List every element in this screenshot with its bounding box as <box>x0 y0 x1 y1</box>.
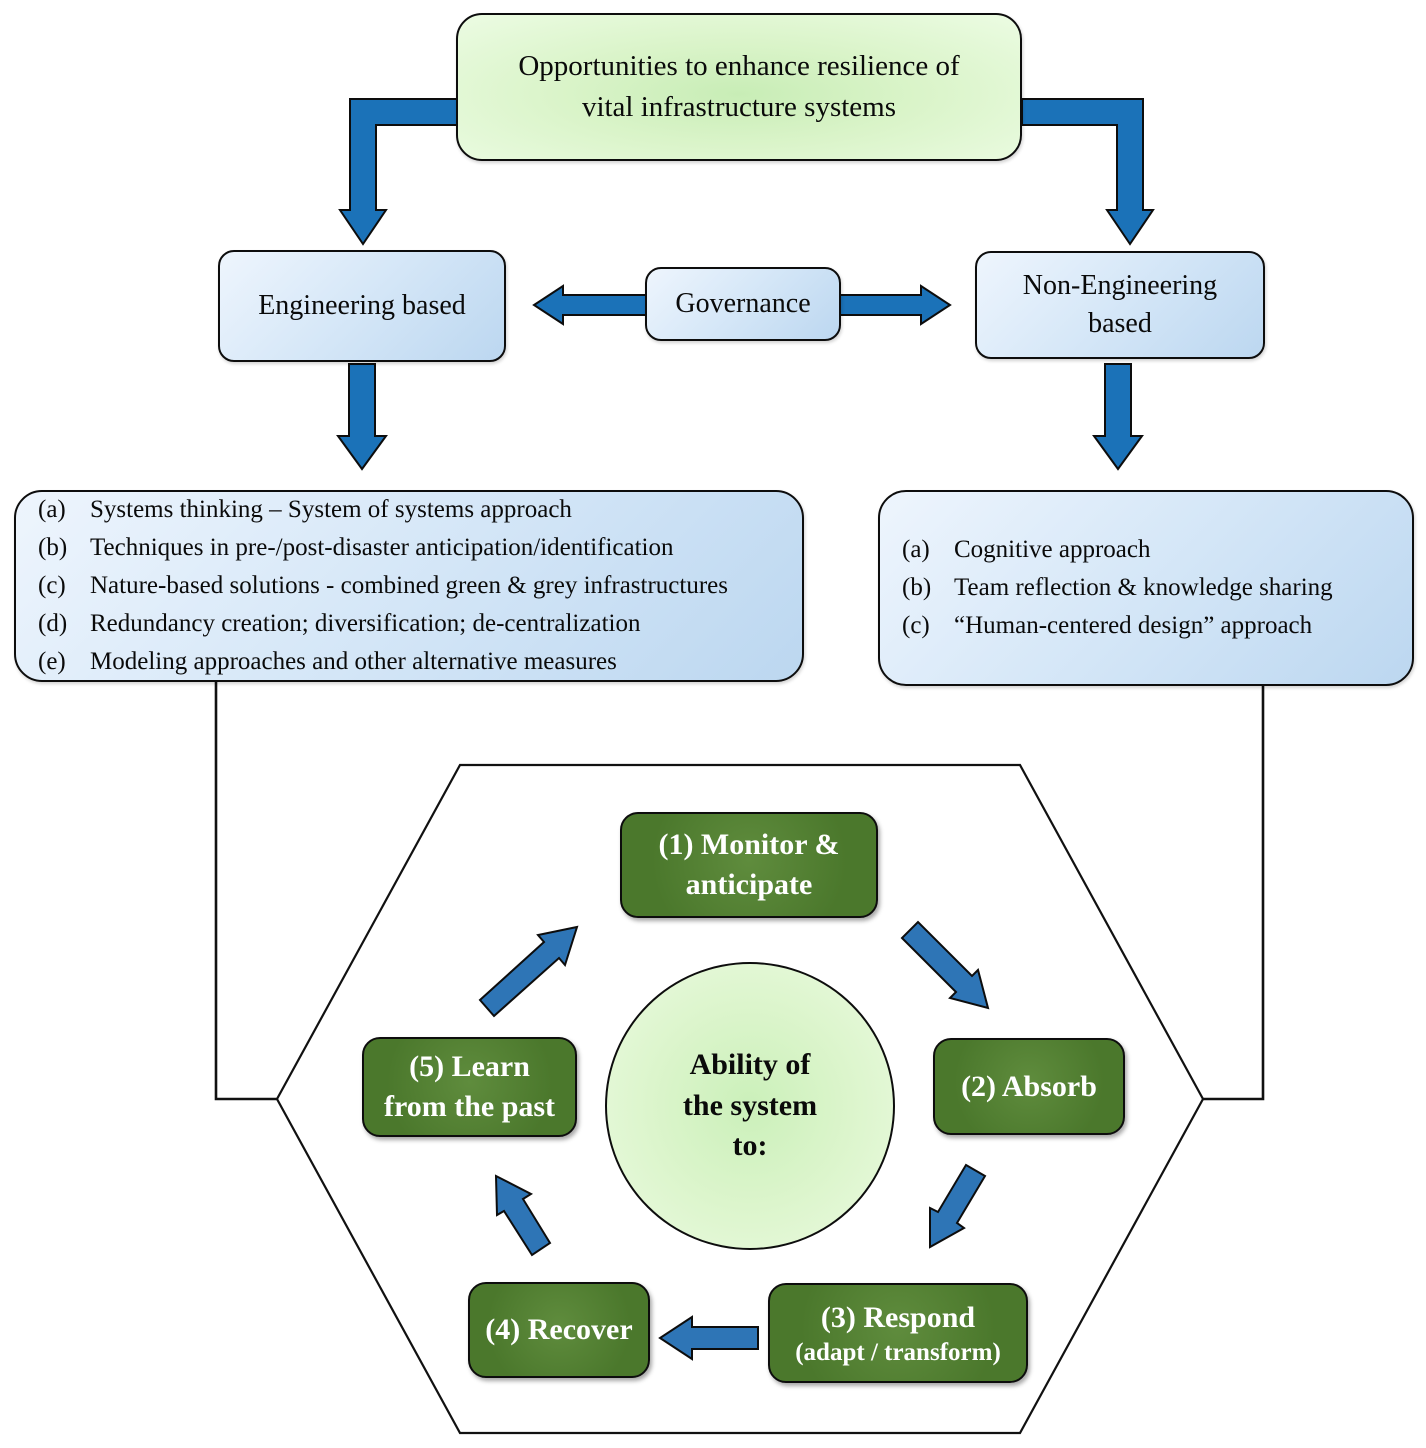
cycle-step-recover: (4) Recover <box>468 1282 650 1378</box>
list-item-text: Nature-based solutions - combined green … <box>90 572 728 599</box>
arrow-governance-to-engineering <box>532 284 649 326</box>
list-item-label: (b) <box>902 574 932 601</box>
list-item-label: (c) <box>38 572 66 599</box>
list-item-label: (a) <box>902 536 930 563</box>
list-item-text: Cognitive approach <box>954 536 1151 563</box>
engineering-based-box: Engineering based <box>218 250 506 362</box>
arrow-non-engineering-to-list <box>1092 363 1144 471</box>
cycle-center-circle: Ability of the system to: <box>605 962 895 1250</box>
arrow-learn-to-monitor <box>478 925 579 1018</box>
list-item-text: “Human-centered design” approach <box>954 612 1313 639</box>
list-item: (b) Team reflection & knowledge sharing <box>890 569 1402 607</box>
list-item: (e) Modeling approaches and other altern… <box>26 643 792 681</box>
list-item-text: Team reflection & knowledge sharing <box>954 574 1333 601</box>
arrow-governance-to-non-engineering <box>837 284 952 326</box>
list-item-label: (a) <box>38 496 66 523</box>
non-engineering-based-box: Non-Engineering based <box>975 251 1265 359</box>
list-item-text: Techniques in pre-/post-disaster anticip… <box>90 534 674 561</box>
arrow-monitor-to-absorb <box>900 920 990 1010</box>
connector-left <box>214 680 277 1101</box>
cycle-step-respond-subtitle: (adapt / transform) <box>795 1338 1001 1366</box>
list-item-label: (c) <box>902 612 930 639</box>
arrow-absorb-to-respond <box>929 1163 987 1249</box>
list-item-text: Systems thinking – System of systems app… <box>90 496 572 523</box>
arrow-recover-to-learn <box>494 1174 552 1257</box>
list-item-label: (d) <box>38 610 68 637</box>
cycle-step-respond-title: (3) Respond <box>820 1301 976 1335</box>
arrow-top-to-non-engineering <box>1021 98 1155 246</box>
non-engineering-measures-list: (a) Cognitive approach (b) Team reflecti… <box>878 490 1414 686</box>
list-item: (c) “Human-centered design” approach <box>890 607 1402 645</box>
list-item-text: Modeling approaches and other alternativ… <box>90 648 617 675</box>
arrow-respond-to-recover <box>658 1315 759 1361</box>
list-item-label: (b) <box>38 534 68 561</box>
cycle-step-monitor-anticipate: (1) Monitor & anticipate <box>620 812 878 918</box>
list-item: (c) Nature-based solutions - combined gr… <box>26 567 792 605</box>
cycle-step-learn-from-past: (5) Learn from the past <box>362 1037 577 1137</box>
governance-box: Governance <box>645 267 841 341</box>
connector-right <box>1203 684 1265 1101</box>
list-item: (b) Techniques in pre-/post-disaster ant… <box>26 529 792 567</box>
cycle-step-absorb: (2) Absorb <box>933 1038 1125 1135</box>
arrow-top-to-engineering <box>338 98 459 246</box>
list-item-label: (e) <box>38 648 66 675</box>
top-box-opportunities: Opportunities to enhance resilience of v… <box>456 13 1022 161</box>
list-item: (a) Cognitive approach <box>890 531 1402 569</box>
engineering-measures-list: (a) Systems thinking – System of systems… <box>14 490 804 682</box>
list-item: (a) Systems thinking – System of systems… <box>26 491 792 529</box>
list-item-text: Redundancy creation; diversification; de… <box>90 610 641 637</box>
arrow-engineering-to-list <box>336 363 388 471</box>
list-item: (d) Redundancy creation; diversification… <box>26 605 792 643</box>
cycle-step-respond: (3) Respond (adapt / transform) <box>768 1283 1028 1383</box>
